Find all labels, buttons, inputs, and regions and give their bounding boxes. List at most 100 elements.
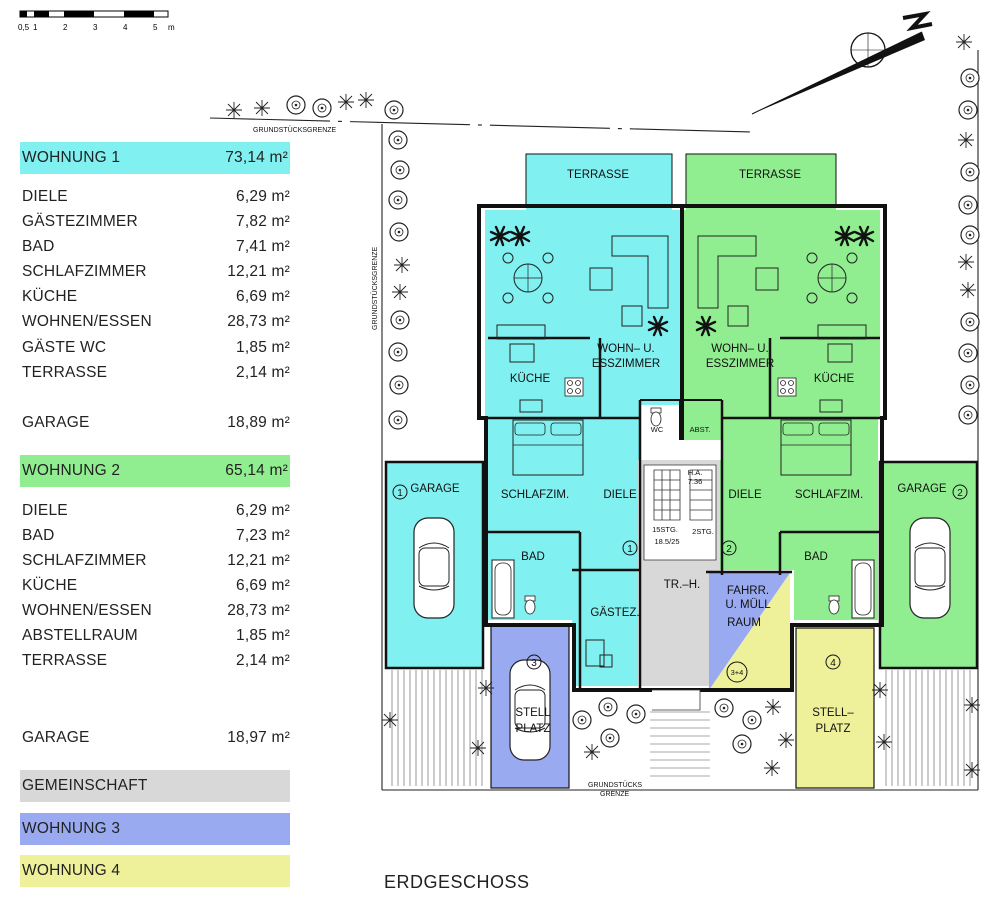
scale-tick: 2 <box>63 23 68 32</box>
scale-unit: m <box>168 23 175 32</box>
north-arrow-icon <box>751 10 933 115</box>
car-icon <box>413 517 455 619</box>
stair-label: 18.5/25 <box>654 537 679 546</box>
room-label-stellplatz-4: STELL– <box>812 707 854 719</box>
room-name: GARAGE <box>22 414 90 431</box>
room-name: GARAGE <box>22 729 90 746</box>
scale-tick: 1 <box>33 23 38 32</box>
room-name: ABSTELLRAUM <box>22 627 138 644</box>
legend-total: 65,14 m² <box>225 462 288 479</box>
room-label-bad: BAD <box>804 551 828 563</box>
room-area: 6,29 m² <box>236 188 290 205</box>
room-area: 1,85 m² <box>236 339 290 356</box>
legend-row: GÄSTE WC 1,85 m² <box>22 337 290 359</box>
room-name: BAD <box>22 238 55 255</box>
area-wohnung4 <box>709 573 874 788</box>
room-area: 18,89 m² <box>227 414 290 431</box>
furniture <box>489 225 875 668</box>
room-name: KÜCHE <box>22 288 78 305</box>
room-name: TERRASSE <box>22 364 108 381</box>
room-name: TERRASSE <box>22 652 108 669</box>
room-name: SCHLAFZIMMER <box>22 552 147 569</box>
room-area: 7,82 m² <box>236 213 290 230</box>
property-line-label: GRUNDSTÜCKSGRENZE <box>371 246 379 330</box>
room-label-terrasse-2: TERRASSE <box>739 169 801 181</box>
room-area: 28,73 m² <box>227 602 290 619</box>
room-label-diele: DIELE <box>603 489 637 501</box>
stair-label: 2STG. <box>692 527 714 536</box>
unit-number: 1 <box>627 544 633 555</box>
room-label-fahrrad: FAHRR. <box>727 585 769 597</box>
room-label-stellplatz-4: PLATZ <box>816 723 851 735</box>
area-wohnung2 <box>684 154 977 668</box>
room-label-kueche: KÜCHE <box>814 373 855 385</box>
paving <box>391 670 971 786</box>
stair-label: H.A. <box>688 468 703 477</box>
property-line-label: GRENZE <box>600 791 630 798</box>
legend-title: GEMEINSCHAFT <box>22 777 148 794</box>
legend-row: ABSTELLRAUM 1,85 m² <box>22 625 290 647</box>
room-area: 12,21 m² <box>227 552 290 569</box>
room-name: DIELE <box>22 502 68 519</box>
unit-number: 1 <box>397 488 403 499</box>
room-label-fahrrad: U. MÜLL <box>725 599 771 611</box>
legend-wohnung1-header: WOHNUNG 1 73,14 m² <box>20 142 290 174</box>
room-label-fahrrad: RAUM <box>727 617 761 629</box>
room-area: 7,23 m² <box>236 527 290 544</box>
stair-label: 7.36 <box>688 477 703 486</box>
unit-number: 3+4 <box>731 668 744 677</box>
room-label-garage: GARAGE <box>410 483 460 495</box>
room-label-bad: BAD <box>521 551 545 563</box>
room-label-wohn: WOHN– U. <box>711 343 769 355</box>
room-label-treppenhaus: TR.–H. <box>664 579 700 591</box>
legend-title: WOHNUNG 1 <box>22 149 121 166</box>
room-area: 7,41 m² <box>236 238 290 255</box>
room-label-gaestez: GÄSTEZ. <box>590 607 639 619</box>
unit-number: 2 <box>726 544 732 555</box>
scale-bar: 0,5 1 2 3 4 5 m <box>18 10 175 32</box>
scale-tick: 4 <box>123 23 128 32</box>
room-name: SCHLAFZIMMER <box>22 263 147 280</box>
room-area: 2,14 m² <box>236 364 290 381</box>
legend-title: WOHNUNG 4 <box>22 862 121 879</box>
legend-row: SCHLAFZIMMER 12,21 m² <box>22 550 290 572</box>
hedge-top <box>225 91 404 120</box>
legend-total: 73,14 m² <box>225 149 288 166</box>
hedge-left <box>388 130 411 430</box>
room-label-wohn: WOHN– U. <box>597 343 655 355</box>
room-label-wohn: ESSZIMMER <box>706 358 774 370</box>
room-label-abst: ABST. <box>690 425 711 434</box>
room-label-kueche: KÜCHE <box>510 373 551 385</box>
room-area: 2,14 m² <box>236 652 290 669</box>
room-label-wohn: ESSZIMMER <box>592 358 660 370</box>
legend-title: WOHNUNG 3 <box>22 820 121 837</box>
room-area: 6,69 m² <box>236 577 290 594</box>
room-area: 1,85 m² <box>236 627 290 644</box>
scale-tick: 5 <box>153 23 158 32</box>
room-label-stellplatz-3: PLATZ <box>516 723 551 735</box>
legend-row: SCHLAFZIMMER 12,21 m² <box>22 261 290 283</box>
room-name: GÄSTE WC <box>22 339 107 356</box>
legend-row: DIELE 6,29 m² <box>22 186 290 208</box>
legend-row: DIELE 6,29 m² <box>22 500 290 522</box>
stair-label: 15STG. <box>652 525 678 534</box>
legend-title: WOHNUNG 2 <box>22 462 121 479</box>
room-area: 6,29 m² <box>236 502 290 519</box>
room-name: WOHNEN/ESSEN <box>22 602 152 619</box>
staircase <box>643 464 717 711</box>
room-area: 12,21 m² <box>227 263 290 280</box>
legend-row: BAD 7,41 m² <box>22 236 290 258</box>
hedge-right <box>955 33 980 425</box>
legend-wohnung3: WOHNUNG 3 <box>20 813 290 845</box>
legend-row: WOHNEN/ESSEN 28,73 m² <box>22 600 290 622</box>
room-label-wc: WC <box>651 425 664 434</box>
room-name: KÜCHE <box>22 577 78 594</box>
plan-caption: ERDGESCHOSS <box>384 872 530 892</box>
room-name: DIELE <box>22 188 68 205</box>
